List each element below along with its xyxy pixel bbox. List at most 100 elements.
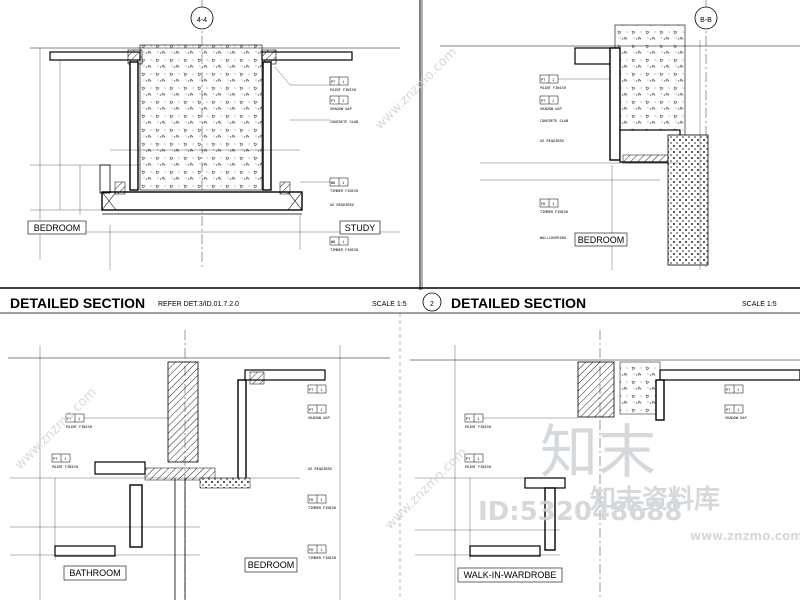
svg-text:TIMBER FINISH: TIMBER FINISH xyxy=(330,189,358,193)
room-label-study: STUDY xyxy=(345,223,376,233)
svg-text:SHADOW GAP: SHADOW GAP xyxy=(725,416,747,420)
svg-text:WD: WD xyxy=(331,181,335,185)
tag-fd-3b: FD 1 TIMBER FINISH xyxy=(307,544,336,560)
svg-text:FD: FD xyxy=(541,202,545,206)
scale-1: SCALE 1:5 xyxy=(372,301,407,308)
svg-text:1: 1 xyxy=(342,181,344,185)
tag-pt-3b: PT 1 PAINT FINISH xyxy=(51,453,78,469)
concrete-slab xyxy=(139,44,263,191)
room-label-bathroom: BATHROOM xyxy=(69,568,120,578)
note-as-required: AS REQUIRED xyxy=(330,203,354,207)
svg-text:PAINT FINISH: PAINT FINISH xyxy=(540,86,566,90)
tag-pt-2a: PT 1 PAINT FINISH xyxy=(539,74,610,90)
tag-pt-1b: PT 1 SHADOW GAP xyxy=(329,95,352,111)
svg-text:PT: PT xyxy=(309,388,314,392)
panel-3-bathroom-section: PT 1 PAINT FINISH PT 1 PAINT FINISH PT 1 PT… xyxy=(8,330,390,600)
note-concrete-slab: CONCRETE SLAB xyxy=(540,119,568,123)
svg-text:1: 1 xyxy=(342,240,344,244)
svg-text:FD: FD xyxy=(309,548,313,552)
svg-text:FD: FD xyxy=(309,498,313,502)
svg-text:1: 1 xyxy=(78,417,80,421)
svg-text:PT: PT xyxy=(466,417,471,421)
svg-text:1: 1 xyxy=(552,202,554,206)
tag-wd-1: WD 1 TIMBER FINISH xyxy=(300,177,358,193)
svg-text:WD: WD xyxy=(331,240,335,244)
svg-text:SHADOW GAP: SHADOW GAP xyxy=(540,107,562,111)
note-wallcovering: WALLCOVERING xyxy=(540,236,566,240)
svg-text:1: 1 xyxy=(737,388,739,392)
watermark-url: www.znzmo.com xyxy=(690,529,800,543)
svg-text:1: 1 xyxy=(737,408,739,412)
room-label-walk-in-wardrobe: WALK-IN-WARDROBE xyxy=(464,570,557,580)
hatched-beam xyxy=(167,361,199,463)
svg-text:PT: PT xyxy=(331,80,336,84)
detail-number: 2 xyxy=(430,301,434,308)
tag-fd-3: FD 1 TIMBER FINISH xyxy=(307,494,336,510)
svg-text:1: 1 xyxy=(320,408,322,412)
note-as-required: AS REQUIRED xyxy=(308,467,332,471)
tag-pt-4d: PT 1 SHADOW GAP xyxy=(724,404,747,420)
cut-label-b-b: B-B xyxy=(700,17,712,24)
watermark-diagonal-3: www.znzmo.com xyxy=(382,445,470,533)
tag-fd-2: FD 1 TIMBER FINISH xyxy=(539,198,568,214)
room-label-bedroom-3: BEDROOM xyxy=(248,560,295,570)
svg-text:TIMBER FINISH: TIMBER FINISH xyxy=(330,248,358,252)
svg-text:SHADOW GAP: SHADOW GAP xyxy=(308,416,330,420)
svg-text:TIMBER FINISH: TIMBER FINISH xyxy=(308,506,336,510)
watermark-logo-text: 知末 xyxy=(540,418,656,486)
note-concrete-slab: CONCRETE SLAB xyxy=(330,120,358,124)
title-strip: DETAILED SECTION REFER DET.3/ID.01.7.2.0… xyxy=(10,292,777,312)
svg-text:PT: PT xyxy=(726,388,731,392)
room-label-bedroom-2: BEDROOM xyxy=(578,235,625,245)
tag-pt-4c: PT 1 xyxy=(724,384,744,394)
tag-pt-1a: PT 1 PAINT FINISH xyxy=(274,66,356,92)
masonry-wall xyxy=(667,134,709,266)
scale-2: SCALE 1:5 xyxy=(742,301,777,308)
svg-text:1: 1 xyxy=(477,457,479,461)
svg-text:PAINT FINISH: PAINT FINISH xyxy=(66,425,92,429)
title-detailed-section-1: DETAILED SECTION xyxy=(10,295,145,311)
hatched-beam-2 xyxy=(577,361,615,418)
section-cut-bubble xyxy=(694,6,718,30)
svg-text:PAINT FINISH: PAINT FINISH xyxy=(465,465,491,469)
tag-pt-4a: PT 1 PAINT FINISH xyxy=(464,413,578,429)
svg-text:1: 1 xyxy=(320,498,322,502)
svg-text:PT: PT xyxy=(309,408,314,412)
svg-text:1: 1 xyxy=(552,78,554,82)
floor-build-up xyxy=(101,191,303,211)
svg-text:PT: PT xyxy=(331,99,336,103)
svg-text:PT: PT xyxy=(726,408,731,412)
tag-pt-3c: PT 1 xyxy=(307,384,327,394)
svg-text:SHADOW GAP: SHADOW GAP xyxy=(330,107,352,111)
title-detailed-section-2: DETAILED SECTION xyxy=(451,295,586,311)
watermark-id: ID:532048688 xyxy=(478,497,682,527)
svg-text:PT: PT xyxy=(541,78,546,82)
tag-wd-2: WD 1 TIMBER FINISH xyxy=(329,236,358,252)
svg-text:1: 1 xyxy=(342,99,344,103)
cut-label-4-4: 4-4 xyxy=(197,17,207,24)
svg-text:1: 1 xyxy=(477,417,479,421)
watermark-library-text: 知末资料库 xyxy=(590,485,720,515)
svg-text:1: 1 xyxy=(320,548,322,552)
tag-pt-3d: PT 1 SHADOW GAP xyxy=(307,404,330,420)
svg-text:PAINT FINISH: PAINT FINISH xyxy=(465,425,491,429)
svg-text:PAINT FINISH: PAINT FINISH xyxy=(330,88,356,92)
svg-text:1: 1 xyxy=(320,388,322,392)
svg-text:PT: PT xyxy=(67,417,72,421)
detail-number-bubble xyxy=(422,292,442,312)
watermark-diagonal-1: www.znzmo.com xyxy=(372,45,460,133)
svg-text:PT: PT xyxy=(53,457,58,461)
room-label-bedroom: BEDROOM xyxy=(34,223,81,233)
svg-text:TIMBER FINISH: TIMBER FINISH xyxy=(308,556,336,560)
svg-text:TIMBER FINISH: TIMBER FINISH xyxy=(540,210,568,214)
refer-note: REFER DET.3/ID.01.7.2.0 xyxy=(158,301,239,308)
svg-text:1: 1 xyxy=(64,457,66,461)
svg-text:1: 1 xyxy=(552,99,554,103)
svg-text:1: 1 xyxy=(342,80,344,84)
svg-text:PAINT FINISH: PAINT FINISH xyxy=(52,465,78,469)
tag-pt-3a: PT 1 PAINT FINISH xyxy=(65,413,168,429)
